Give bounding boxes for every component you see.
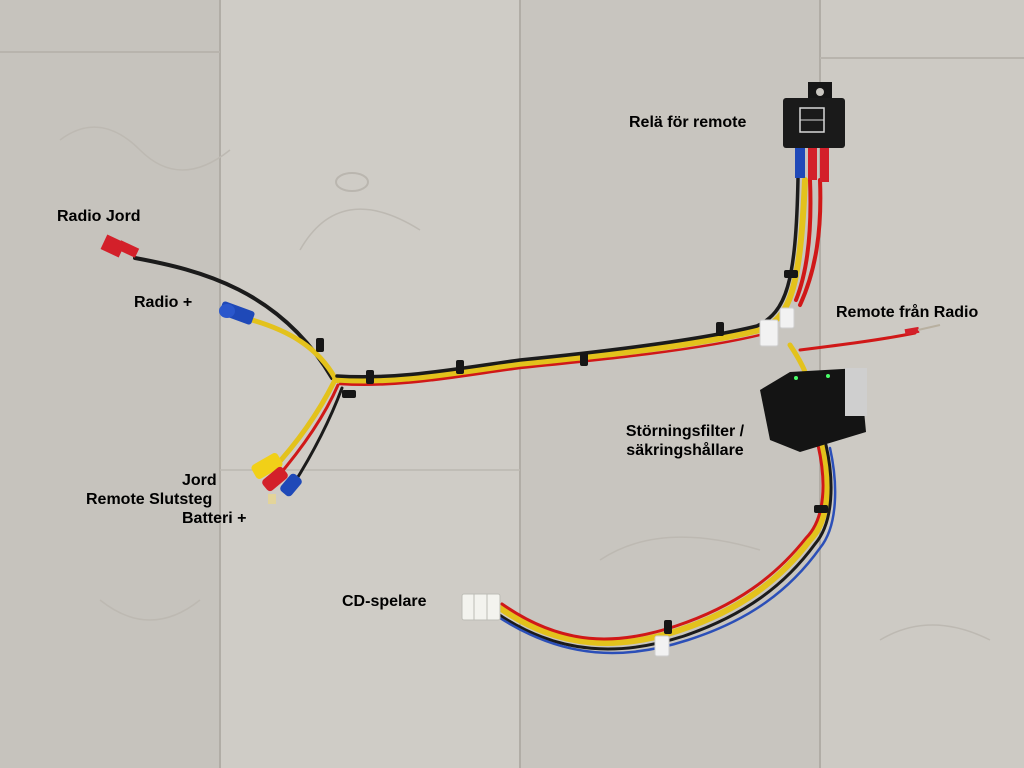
label-remote-slutsteg: Remote Slutsteg [86,491,213,508]
radio-jord-terminal [100,234,140,258]
wire-tags [654,307,795,657]
filter-box [760,368,867,452]
label-storningsfilter-line1: Störningsfilter / [625,423,745,440]
label-radio-plus: Radio + [134,294,193,311]
radio-plus-terminal [219,301,255,325]
cable-ties [316,270,828,634]
label-jord: Jord [182,472,217,489]
label-storningsfilter-line2: säkringshållare [626,442,744,459]
label-storningsfilter: Störningsfilter / säkringshållare [600,422,770,460]
label-terminals: Jord Remote Slutsteg Batteri + [80,471,275,528]
label-batteri-plus: Batteri + [182,510,247,527]
wire-harness [133,176,917,655]
label-remote-fran-radio: Remote från Radio [836,304,979,321]
remote-connector [904,324,941,336]
lower-terminals [251,453,302,504]
label-radio-jord: Radio Jord [57,208,141,225]
cd-connector [461,593,501,621]
label-rela: Relä för remote [629,114,747,131]
relay [783,82,845,182]
label-cd-spelare: CD-spelare [342,593,427,610]
